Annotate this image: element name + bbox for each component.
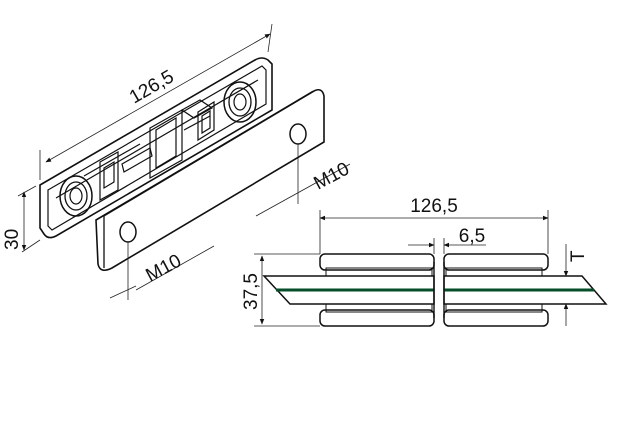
dim-gap-label: 6,5: [459, 226, 485, 247]
front-plate-hole-left: [119, 221, 137, 243]
glass-pane-right: [443, 275, 608, 305]
back-plate-hole-right: [223, 81, 257, 123]
dimension-length-section: 126,5: [319, 196, 549, 254]
thread-callout-front: M10: [109, 242, 215, 300]
dim-height-section-label: 37,5: [241, 273, 262, 310]
dimension-glass-thickness: T: [563, 244, 589, 326]
thread-callout-back: M10: [255, 144, 353, 217]
back-plate-hole-left: [59, 175, 93, 217]
isometric-view: 126,5 30 M10 M10: [2, 23, 353, 300]
dimension-height-iso: 30: [2, 185, 41, 253]
dim-height-iso-label: 30: [2, 229, 23, 250]
section-view: 126,5 6,5 37,5 T: [241, 196, 608, 327]
glass-pane-left: [262, 275, 435, 305]
front-plate-hole-right: [289, 123, 307, 145]
dimension-gap: 6,5: [408, 226, 486, 254]
dimension-height-section: 37,5: [241, 253, 320, 327]
glass-thickness-label: T: [568, 250, 589, 262]
thread-front-label: M10: [142, 251, 185, 287]
dim-length-section-label: 126,5: [410, 196, 458, 217]
thread-back-label: M10: [310, 159, 353, 195]
dim-length-iso-label: 126,5: [126, 66, 178, 108]
